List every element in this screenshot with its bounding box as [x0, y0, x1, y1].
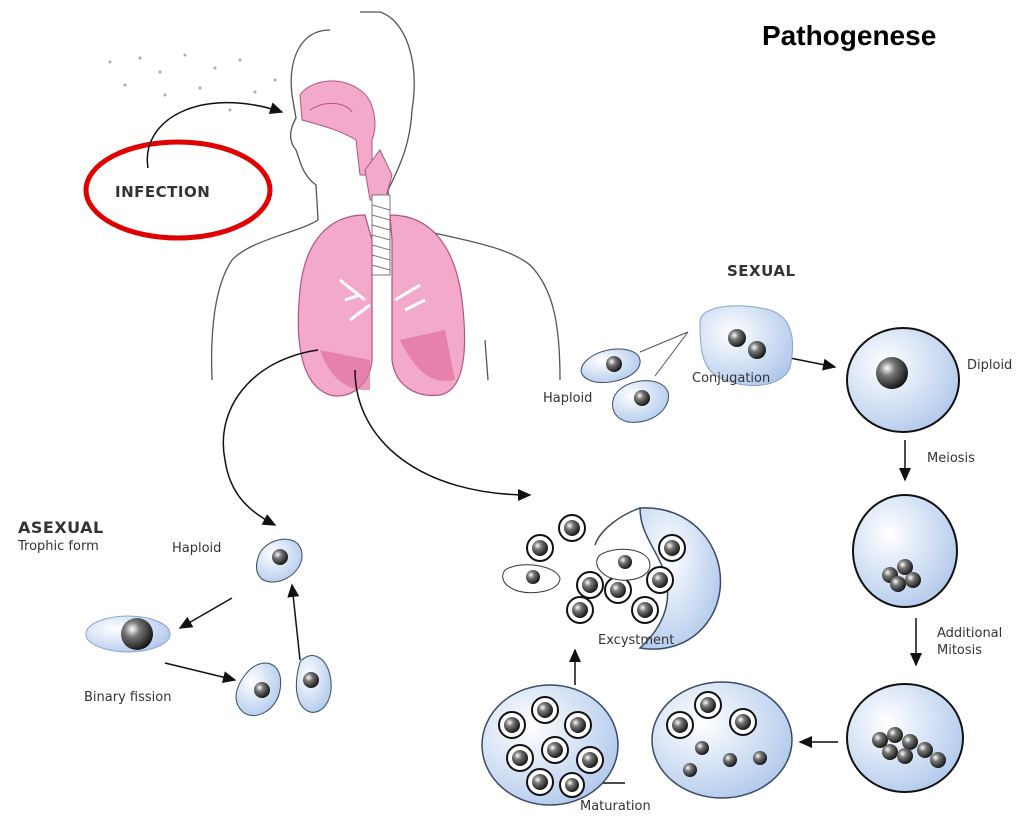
mature-cyst — [482, 685, 618, 805]
label-mitosis: Mitosis — [937, 643, 982, 658]
asexual-arrow-2 — [165, 663, 235, 680]
cyst-early — [652, 682, 792, 798]
infection-arrow — [147, 103, 282, 168]
label-haploid-sexual: Haploid — [543, 391, 592, 406]
label-asexual: ASEXUAL — [18, 518, 104, 537]
meiosis-cell — [853, 495, 957, 607]
fission-cell-2 — [296, 656, 331, 713]
label-maturation: Maturation — [580, 799, 651, 814]
conjugation-lines — [640, 332, 688, 376]
label-sexual: SEXUAL — [727, 262, 796, 280]
asexual-arrow-3 — [292, 585, 300, 660]
label-meiosis: Meiosis — [927, 451, 975, 466]
fission-cell-1 — [236, 663, 281, 716]
label-trophic-form: Trophic form — [18, 539, 99, 554]
mitosis-cell — [847, 684, 963, 792]
label-additional: Additional — [937, 626, 1002, 641]
page-title: Pathogenese — [762, 20, 936, 52]
airborne-particles — [109, 54, 277, 112]
diploid-cell — [847, 328, 959, 432]
haploid-cell-1 — [581, 349, 640, 383]
label-conjugation: Conjugation — [692, 371, 770, 386]
excystment-cyst — [503, 508, 721, 649]
haploid-cell-2 — [613, 381, 669, 423]
airway-upper — [300, 81, 392, 200]
trachea — [372, 195, 390, 275]
label-binary-fission: Binary fission — [84, 690, 171, 705]
asexual-arrow-1 — [180, 598, 232, 628]
label-haploid-asexual: Haploid — [172, 541, 221, 556]
label-diploid: Diploid — [967, 358, 1012, 373]
conjugation-arrow — [790, 358, 835, 367]
to-asexual-arrow — [223, 350, 318, 525]
label-excystment: Excystment — [598, 633, 674, 648]
haploid-trophic-cell — [257, 539, 303, 582]
label-infection: INFECTION — [115, 183, 210, 201]
trophic-cell-large — [86, 616, 170, 652]
